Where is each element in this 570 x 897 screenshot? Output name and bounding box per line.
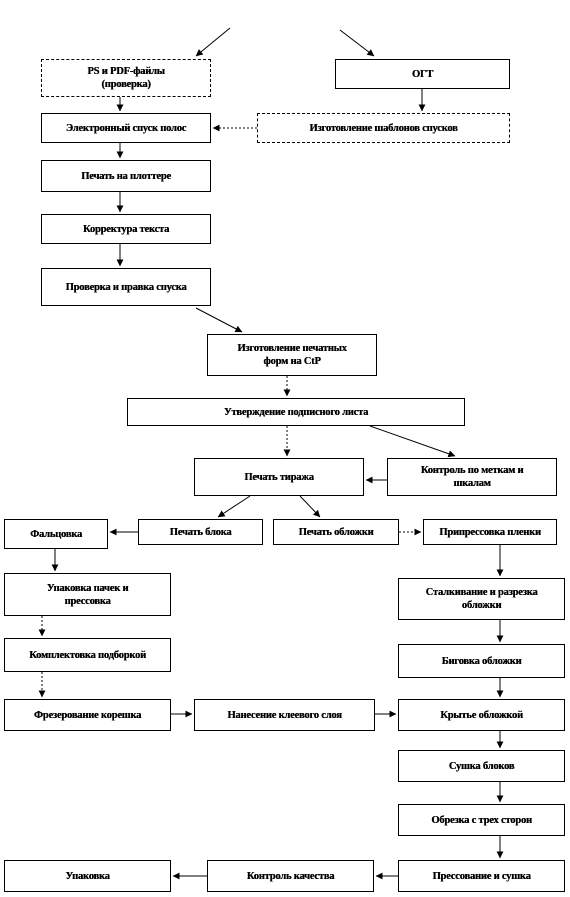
box-print-run: Печать тиража (194, 458, 364, 496)
box-folding: Фальцовка (4, 519, 108, 549)
box-block-print: Печать блока (138, 519, 263, 545)
box-gathering: Комплектовка подборкой (4, 638, 171, 672)
box-cover-casing: Крытье обложкой (398, 699, 565, 731)
box-marks-control: Контроль по меткам и шкалам (387, 458, 557, 496)
box-three-side-trim: Обрезка с трех сторон (398, 804, 565, 836)
arrow-run-block (217, 495, 251, 518)
box-text-proofreading: Корректура текста (41, 214, 211, 244)
box-glue-application: Нанесение клеевого слоя (194, 699, 375, 731)
box-ogt: ОГТ (335, 59, 510, 89)
arrow-in-ogt (339, 29, 375, 57)
box-cover-print: Печать обложки (273, 519, 399, 545)
box-sign-off-sheet: Утверждение подписного листа (127, 398, 465, 426)
arrow-run-cover (299, 495, 321, 518)
box-spine-milling: Фрезерование корешка (4, 699, 171, 731)
box-imposition-check: Проверка и правка спуска (41, 268, 211, 306)
box-block-drying: Сушка блоков (398, 750, 565, 782)
box-electronic-imposition: Электронный спуск полос (41, 113, 211, 143)
box-ps-pdf: PS и PDF-файлы (проверка) (41, 59, 211, 97)
arrow-signoff-marks (369, 425, 456, 458)
box-film-lamination: Припрессовка пленки (423, 519, 557, 545)
box-imposition-templates: Изготовление шаблонов спусков (257, 113, 510, 143)
box-ctp-plates: Изготовление печатных форм на CtP (207, 334, 377, 376)
box-pressing-drying: Прессование и сушка (398, 860, 565, 892)
arrow-check-ctp (195, 307, 243, 333)
box-cover-creasing: Биговка обложки (398, 644, 565, 678)
box-packing: Упаковка (4, 860, 171, 892)
box-quality-control: Контроль качества (207, 860, 374, 892)
box-plotter-print: Печать на плоттере (41, 160, 211, 192)
box-bundle-packing: Упаковка пачек и прессовка (4, 573, 171, 616)
arrow-in-ps (195, 27, 231, 57)
box-cover-jogging-cutting: Сталкивание и разрезка обложки (398, 578, 565, 620)
